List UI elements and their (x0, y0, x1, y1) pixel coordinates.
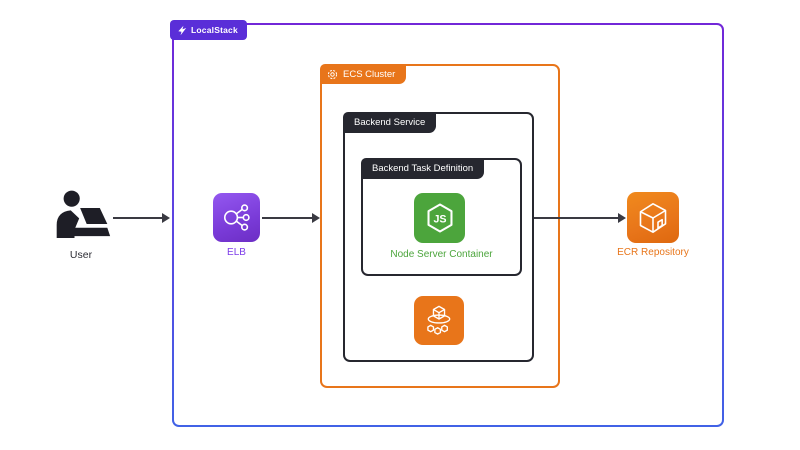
ecs-service-icon (420, 302, 458, 340)
node-server-container-tile: JS (414, 193, 465, 243)
arrow-elb-to-ecs-cluster (262, 213, 320, 223)
localstack-label: LocalStack (191, 25, 238, 35)
user-label: User (69, 249, 93, 261)
backend-service-tab: Backend Service (343, 112, 437, 133)
arrowhead-icon (162, 213, 170, 223)
ecr-repository-icon (633, 198, 673, 238)
backend-task-definition-label: Backend Task Definition (372, 163, 474, 174)
arrow-user-to-localstack (113, 213, 170, 223)
ecs-cluster-icon (327, 69, 338, 80)
ecr-repository-label: ECR Repository (617, 247, 689, 258)
ecs-cluster-tab: ECS Cluster (320, 64, 407, 84)
elb-load-balancer-icon (218, 199, 255, 236)
arrowhead-icon (618, 213, 626, 223)
node-server-container-label: Node Server Container (390, 249, 493, 260)
user-at-laptop-icon (52, 189, 112, 242)
localstack-logo-icon (176, 25, 187, 36)
elb-tile (213, 193, 260, 242)
elb-label: ELB (227, 247, 246, 258)
ecs-cluster-label: ECS Cluster (343, 68, 396, 80)
backend-service-label: Backend Service (354, 117, 426, 128)
nodejs-hexagon-icon: JS (421, 199, 459, 237)
arrowhead-icon (312, 213, 320, 223)
ecr-repository-tile (627, 192, 679, 243)
nodejs-js-badge: JS (433, 213, 446, 225)
localstack-tab: LocalStack (170, 20, 247, 40)
arrow-backend-service-to-ecr (534, 213, 626, 223)
ecs-service-tile (414, 296, 464, 345)
backend-task-definition-tab: Backend Task Definition (361, 158, 485, 179)
